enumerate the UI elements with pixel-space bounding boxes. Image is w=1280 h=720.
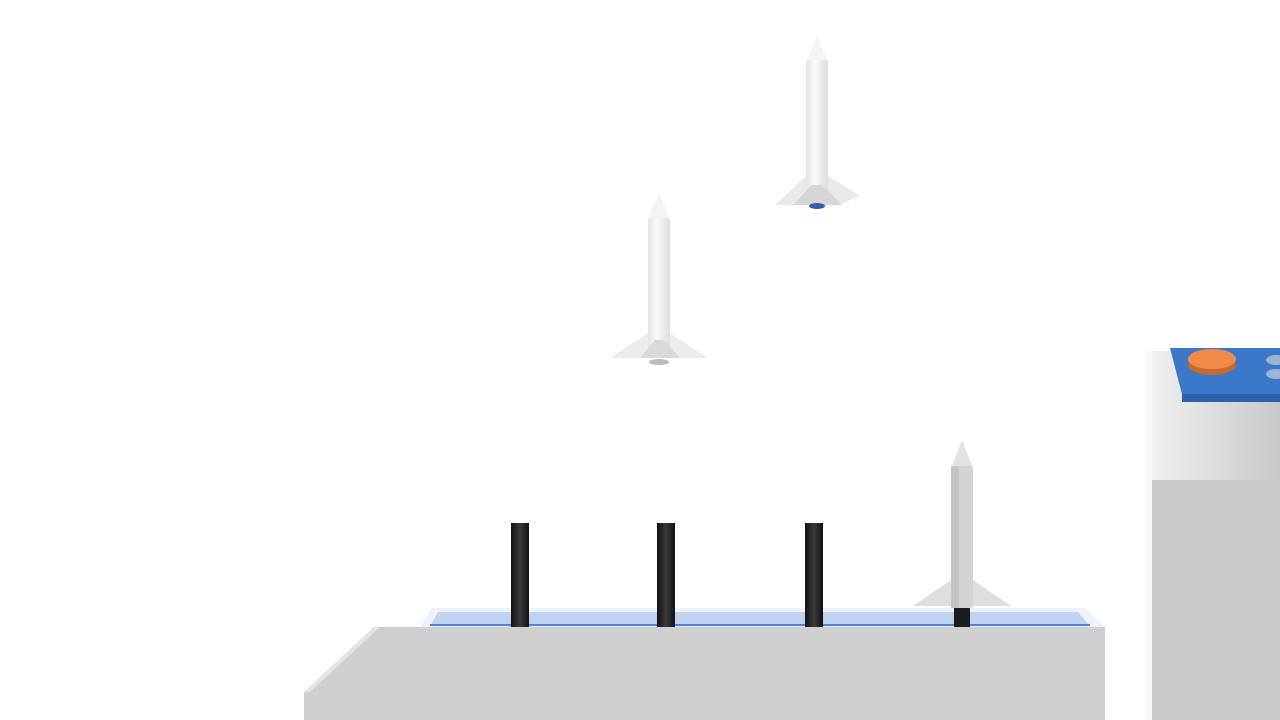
control-knob[interactable] xyxy=(1266,369,1280,379)
launch-control-machine xyxy=(1146,348,1280,720)
launch-post[interactable] xyxy=(511,523,529,627)
launch-post[interactable] xyxy=(805,523,823,627)
launch-tray xyxy=(304,608,1105,720)
launch-post[interactable] xyxy=(657,523,675,627)
rocket-in-flight[interactable] xyxy=(610,192,708,365)
control-knob[interactable] xyxy=(1266,355,1280,365)
rocket-in-flight[interactable] xyxy=(775,35,860,209)
rocket-on-pad[interactable] xyxy=(913,440,1011,627)
launch-button[interactable] xyxy=(1188,349,1236,375)
